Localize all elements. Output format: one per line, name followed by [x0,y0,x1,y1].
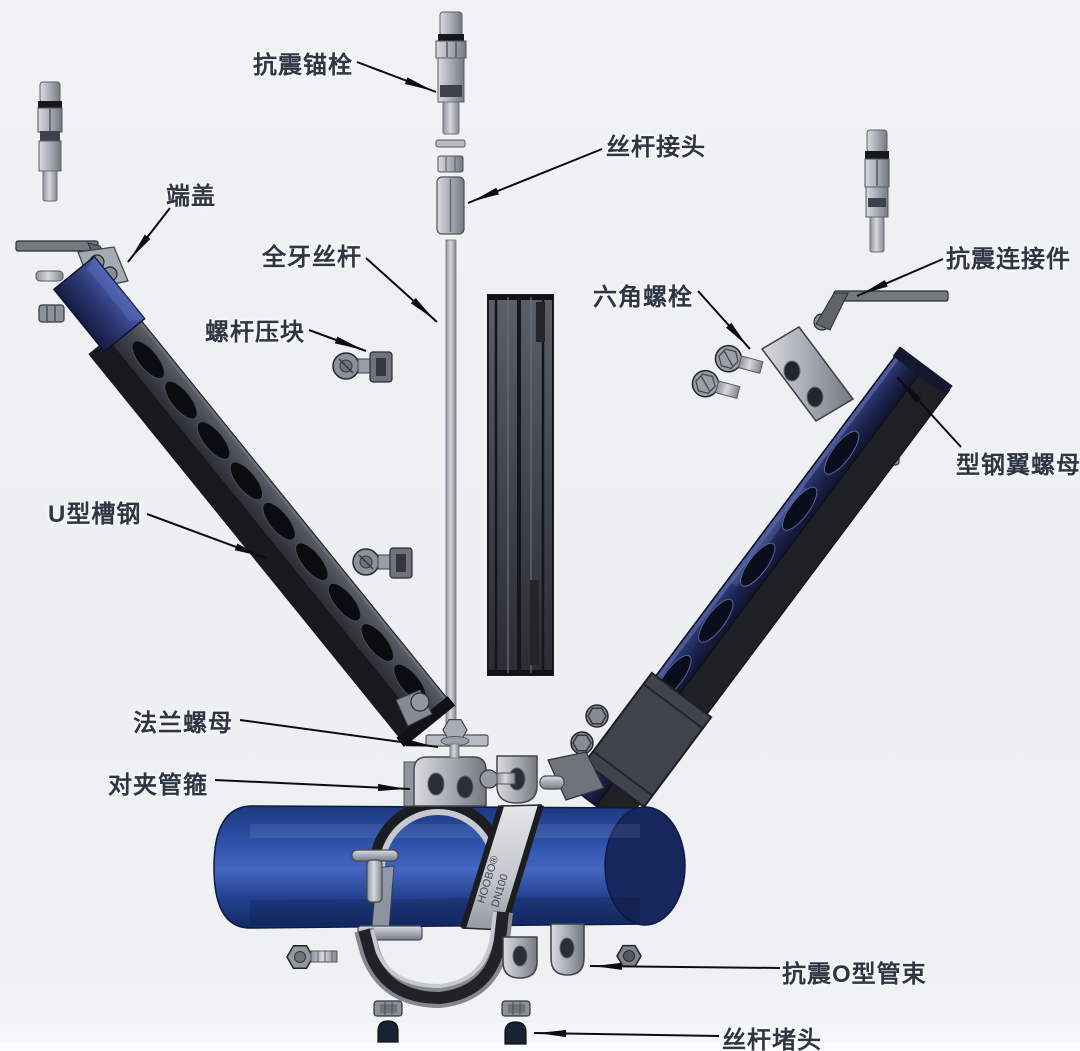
rod-coupler-part [436,176,465,235]
arrow-flange-nut [239,719,439,748]
top-anchor-bolt [435,11,467,135]
leader-arrows [127,61,962,1038]
arrow-channel-wing-nut [896,376,962,448]
label-channel-wing-nut: 型钢翼螺母 [956,452,1080,479]
left-small-pin [35,270,64,282]
pipe [213,805,686,929]
arrow-rod-plug [533,1029,720,1038]
left-small-nut [38,304,65,323]
square-nut-2 [501,1000,531,1017]
o-clamp-under-strap [354,910,513,1009]
rod-plug-2 [504,1021,527,1045]
rod-clamp-block-free [332,351,393,383]
bottom-tab-2 [550,923,585,976]
label-rod-clamp-block: 螺杆压块 [205,319,305,346]
right-clamp-bolt-heads [570,704,609,755]
arrow-rod-coupler [467,148,603,204]
hex-bolt-1 [714,344,764,374]
label-rod-coupler: 丝杆接头 [606,134,706,161]
right-anchor-bolt [864,129,890,253]
arrow-u-channel [146,513,267,559]
label-hex-bolt: 六角螺栓 [593,284,693,311]
arrow-hex-bolt [697,290,751,350]
label-pipe-clamp: 对夹管箍 [108,772,208,799]
label-flange-nut: 法兰螺母 [133,710,233,737]
rod-clamp-block-on-channel [352,547,413,579]
channel-end-cap [52,255,146,353]
pipe-end-face [604,806,686,926]
left-u-channel [52,255,456,748]
label-u-channel-steel: U型槽钢 [48,501,142,528]
label-end-cap: 端盖 [166,183,216,210]
rod-plug-1 [377,1020,399,1043]
seismic-connector-bracket [760,313,855,422]
rod-nut [437,155,464,173]
right-channel-clamp-sleeve [583,671,713,809]
label-full-thread-rod: 全牙丝杆 [262,244,362,271]
right-u-channel [570,346,953,828]
bottom-hex-nut [616,944,642,968]
bottom-hex-bolt [286,944,338,970]
t-head-bolt [351,849,399,903]
arrow-full-thread-rod [365,257,438,323]
arrow-seismic-connector [856,258,944,297]
label-seismic-o-clamp: 抗震O型管束 [782,961,927,988]
label-seismic-anchor-bolt: 抗震锚栓 [253,52,353,79]
arrow-end-cap [127,207,171,263]
right-connector-arm [815,290,949,331]
arrow-rod-clamp-block [308,329,367,352]
left-channel-bottom-fitting [395,689,433,727]
square-nut-1 [373,1000,403,1017]
hex-bolt-2 [691,369,741,399]
small-bolt-above-pipe [479,769,516,789]
label-rod-plug: 丝杆堵头 [722,1027,822,1051]
full-thread-rod-part [445,239,457,743]
arrow-seismic-anchor-bolt [356,61,437,93]
arrow-seismic-o-clamp [589,962,781,970]
rod-washer [435,139,466,148]
bottom-margin [0,1043,1080,1051]
left-anchor-bolt [37,81,63,202]
arrow-pipe-clamp [214,779,411,792]
right-channel-hinge [539,751,605,801]
vertical-channel [487,294,554,676]
label-seismic-connector: 抗震连接件 [946,246,1071,273]
bottom-tab-1 [502,936,538,979]
flange-nut-part [425,718,489,759]
